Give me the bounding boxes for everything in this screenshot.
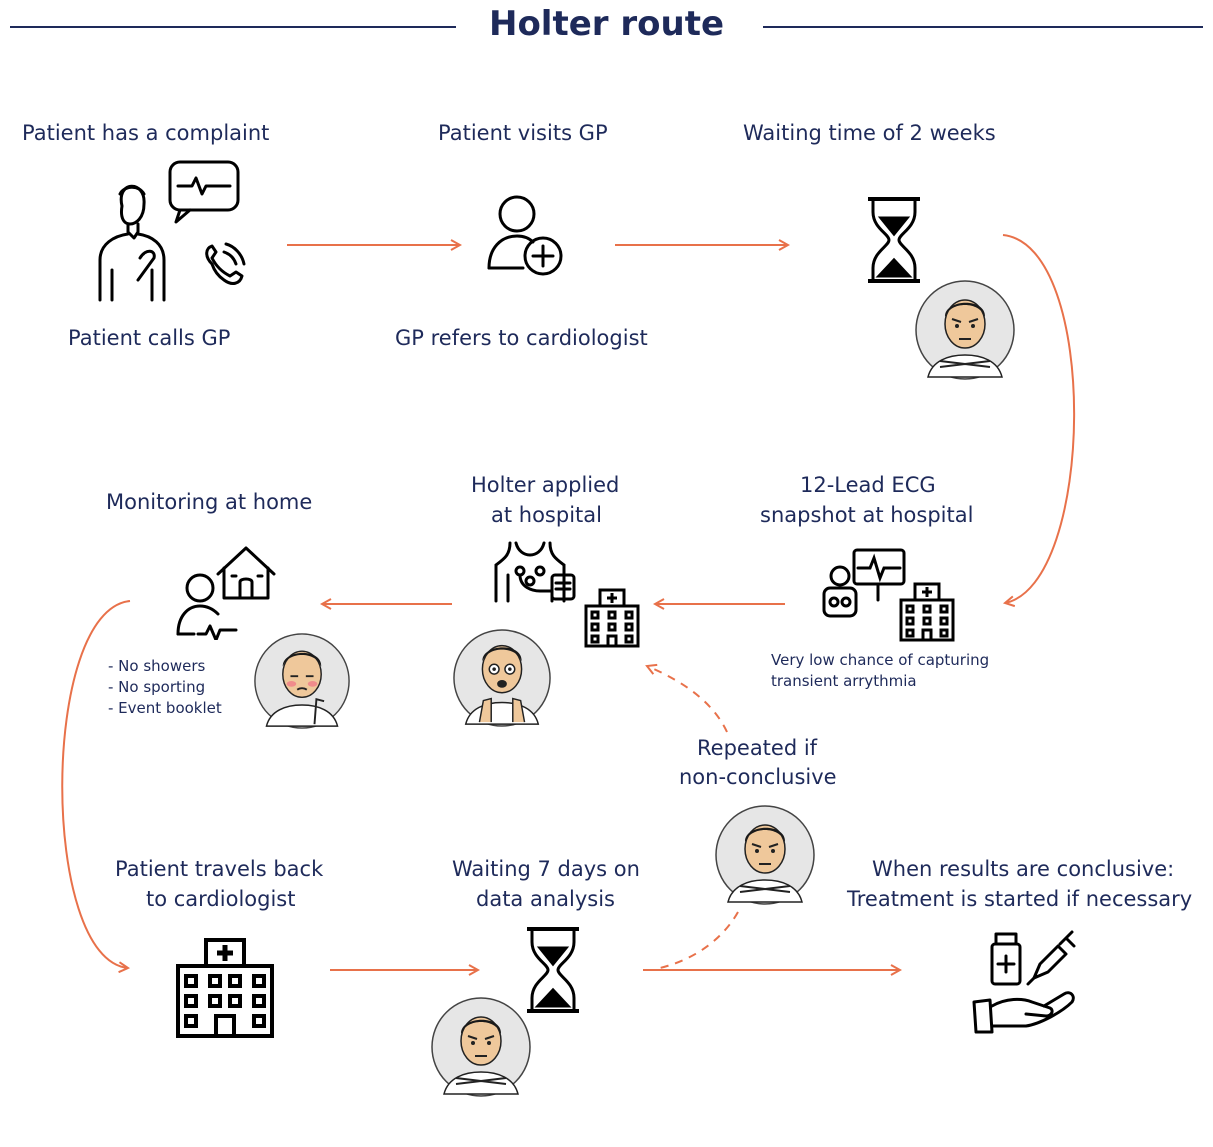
title-rule-right xyxy=(763,26,1203,28)
hospital-icon-2 xyxy=(584,588,640,648)
treatment-medicine-icon xyxy=(972,930,1076,1034)
step-travel-label-1: Patient travels back xyxy=(115,857,324,881)
ecg-note-1: Very low chance of capturing xyxy=(771,651,990,669)
home-monitoring-icon xyxy=(176,546,276,640)
arrow-wait-to-ecg xyxy=(1002,234,1076,603)
home-rule-no-showers: - No showers xyxy=(108,657,206,675)
hospital-icon xyxy=(899,582,955,642)
step-complaint-label: Patient has a complaint xyxy=(22,121,270,145)
title-rule-left xyxy=(10,26,456,28)
holter-device-icon xyxy=(494,541,576,603)
annoyed-patient-avatar-icon xyxy=(915,280,1015,380)
patient-complaint-icon xyxy=(98,160,246,302)
add-user-icon xyxy=(487,195,563,276)
step-holter-label-1: Holter applied xyxy=(471,473,620,497)
step-result-label-1: When results are conclusive: xyxy=(872,857,1175,881)
ecg-note-2: transient arrythmia xyxy=(771,672,917,690)
cardiologist-hospital-icon xyxy=(176,938,274,1038)
step-wait7-label-1: Waiting 7 days on xyxy=(452,857,640,881)
step-result-label-2: Treatment is started if necessary xyxy=(847,887,1193,911)
step-wait7-label-2: data analysis xyxy=(476,887,616,911)
step-monitoring-label: Monitoring at home xyxy=(106,490,313,514)
repeated-label-2: non-conclusive xyxy=(679,765,837,789)
dashed-repeat-down xyxy=(659,911,739,969)
surprised-patient-avatar-icon xyxy=(453,629,551,727)
step-refers-label: GP refers to cardiologist xyxy=(395,326,648,350)
step-ecg-label-2: snapshot at hospital xyxy=(760,503,974,527)
step-ecg-label-1: 12-Lead ECG xyxy=(800,473,936,497)
step-calls-gp-label: Patient calls GP xyxy=(68,326,231,350)
annoyed-patient-avatar-icon-3 xyxy=(431,997,531,1097)
repeated-label-1: Repeated if xyxy=(697,736,818,760)
home-rule-event-booklet: - Event booklet xyxy=(108,699,222,717)
home-rule-no-sporting: - No sporting xyxy=(108,678,206,696)
dashed-repeat-up xyxy=(647,666,728,733)
hourglass-icon xyxy=(868,197,920,283)
arrow-home-to-travel xyxy=(61,600,131,968)
step-travel-label-2: to cardiologist xyxy=(146,887,296,911)
annoyed-patient-avatar-icon-2 xyxy=(715,805,815,905)
page-title: Holter route xyxy=(488,4,725,44)
hourglass-icon-2 xyxy=(527,927,579,1013)
step-holter-label-2: at hospital xyxy=(491,503,602,527)
ecg-monitor-icon xyxy=(822,548,906,618)
sick-patient-avatar-icon xyxy=(254,633,350,729)
step-waiting-2w-label: Waiting time of 2 weeks xyxy=(743,121,996,145)
step-visits-gp-label: Patient visits GP xyxy=(438,121,608,145)
